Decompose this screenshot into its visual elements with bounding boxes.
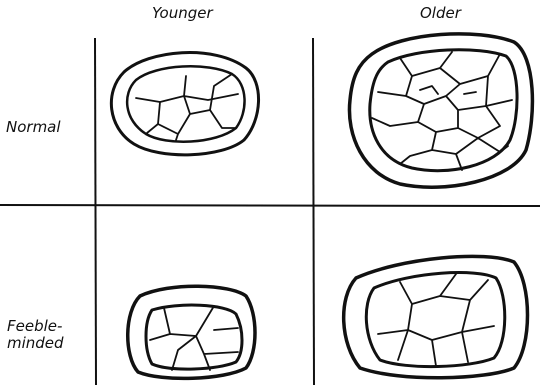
section-feeble-younger	[128, 286, 255, 378]
section-normal-younger	[111, 53, 258, 155]
vertical-divider-right	[313, 38, 314, 385]
section-feeble-older	[344, 256, 528, 377]
inner-wall	[366, 273, 504, 367]
vertical-divider-left	[95, 38, 96, 385]
cell-divisions	[378, 274, 494, 366]
cell-divisions	[136, 74, 238, 140]
section-normal-older	[349, 34, 532, 187]
outer-wall	[111, 53, 258, 155]
horizontal-divider	[0, 205, 540, 206]
cell-divisions	[372, 52, 512, 170]
cell-divisions	[150, 306, 238, 370]
